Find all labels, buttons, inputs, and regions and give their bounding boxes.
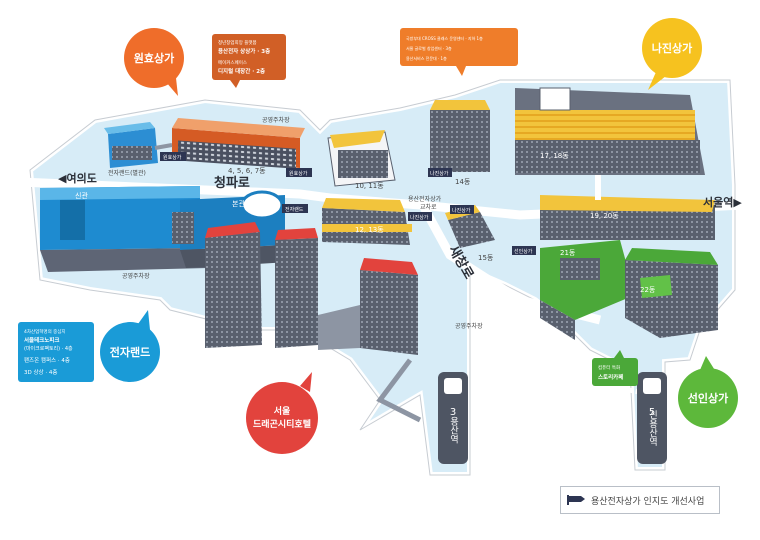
sign-electroland-text: 전자랜드 (285, 206, 304, 213)
line5-station: 5 신용산역 (637, 372, 667, 464)
building-17-18 (515, 87, 705, 175)
info-wonhyo-line2: 용산전자 상상가 · 3층 (218, 47, 270, 55)
sign-najin: 나진상가 (428, 168, 452, 177)
sign-najin2: 나진상가 (408, 212, 432, 221)
info-electroland-line2: 서울테크노피크 (24, 336, 59, 344)
label-b15: 15동 (478, 254, 494, 262)
wonhyo-4567-building (172, 118, 305, 169)
info-electroland-line5: 3D 상상 · 4층 (24, 368, 57, 376)
bubble-dragon-line1: 서울 (274, 405, 291, 417)
legend-label: 용산전자상가 인지도 개선사업 (591, 496, 705, 507)
electroland-new-building (40, 186, 208, 272)
info-wonhyo-line1: 청년창업희망 플랫폼 (218, 39, 257, 46)
bubble-najin[interactable]: 나진상가 (642, 18, 702, 90)
sign-wonhyo-text: 원효상가 (163, 154, 182, 161)
label-b4567: 4, 5, 6, 7동 (228, 167, 266, 175)
line3-station: 3 용산역 (438, 372, 468, 464)
label-parking-top: 공영주차장 (262, 116, 290, 124)
bridge-annex (154, 143, 173, 150)
info-najin-line2: 서울 글로벌 창업센터 · 3층 (406, 45, 452, 51)
direction-seoul-station: 서울역▶ (703, 195, 742, 209)
electroland-annex (104, 122, 158, 168)
info-electroland-line4: 팬즈온 캠퍼스 · 4층 (24, 356, 70, 364)
info-seonin-line1: 컴퓨터 특화 (598, 364, 620, 371)
seonin-21-building (540, 240, 635, 340)
label-b1213: 12, 13동 (355, 226, 384, 234)
sign-wonhyo-parking: 원효상가 (286, 168, 312, 177)
info-electroland-line3: (마이크로팩토리) · 4층 (24, 345, 73, 352)
info-najin-line3: 용산서비스 전문대 · 1층 (406, 55, 447, 61)
label-b1920: 19, 20동 (590, 212, 619, 220)
sign-najin-text: 나진상가 (430, 170, 449, 177)
info-box-electroland: 4차산업혁명의 중심지 서울테크노피크 (마이크로팩토리) · 4층 팬즈온 캠… (18, 322, 94, 382)
sign-najin3-text: 나진상가 (452, 207, 471, 214)
info-wonhyo-line3: 메이커스페이스 (218, 59, 247, 66)
line5-number: 5 (649, 407, 655, 418)
bubble-wonhyo[interactable]: 원효상가 (124, 28, 184, 96)
sign-najin3: 나진상가 (450, 205, 474, 214)
info-electroland-line1: 4차산업혁명의 중심지 (24, 328, 66, 335)
bubble-wonhyo-label: 원효상가 (134, 51, 174, 65)
bubble-electroland[interactable]: 전자랜드 (100, 310, 160, 382)
bubble-dragon-line2: 드래곤시티호텔 (253, 418, 311, 430)
label-b1718: 17, 18동 (540, 152, 569, 160)
seonin-22-building (625, 248, 718, 338)
sign-wonhyo-parking-text: 원효상가 (289, 170, 308, 177)
bubble-seonin[interactable]: 선인상가 (678, 356, 738, 428)
building-10-11 (327, 130, 396, 187)
info-box-seonin: 컴퓨터 특화 스토리카페 (592, 350, 638, 386)
label-b1011: 10, 11동 (355, 182, 384, 190)
sign-wonhyo: 원효상가 (160, 152, 186, 161)
sign-najin2-text: 나진상가 (410, 214, 429, 221)
sign-seonin-text: 선인상가 (514, 248, 533, 255)
walkway-to-line3 (376, 358, 422, 423)
sign-electroland: 전자랜드 (282, 204, 308, 213)
bubble-najin-label: 나진상가 (652, 41, 692, 55)
dragon-city-towers (205, 222, 418, 355)
signpost-icon (567, 495, 585, 505)
road-label-cheongpa: 청파로 (214, 175, 250, 191)
label-electroland-annex: 전자랜드(별관) (108, 169, 146, 177)
sign-seonin: 선인상가 (512, 246, 536, 255)
label-bongwan: 본관 (232, 199, 245, 208)
label-parking-left: 공영주차장 (122, 272, 150, 280)
walkway-to-line5 (543, 328, 641, 395)
label-crossing: 용산전자상가 (408, 195, 442, 203)
label-crossing2: 교차로 (420, 203, 437, 211)
info-box-wonhyo: 청년창업희망 플랫폼 용산전자 상상가 · 3층 메이커스페이스 디지털 대장간… (212, 34, 286, 88)
line3-name: 용산역 (448, 416, 458, 444)
building-14 (430, 100, 490, 172)
label-main-hall: 신관 (75, 191, 88, 200)
line3-number: 3 (450, 407, 456, 418)
info-wonhyo-line4: 디지털 대장간 · 2층 (218, 67, 265, 75)
info-box-najin: 국방부대 CROSS 클래스 운영센터 · 지하 1층 서울 글로벌 창업센터 … (400, 28, 518, 76)
direction-yeouido: ◀여의도 (58, 171, 97, 185)
label-parking-mid: 공영주차장 (455, 322, 483, 330)
building-12-13 (322, 198, 412, 245)
info-seonin-line2: 스토리카페 (598, 373, 623, 381)
bubble-electroland-label: 전자랜드 (110, 345, 150, 359)
building-19-20 (540, 195, 715, 240)
bubble-dragon-city[interactable]: 서울 드래곤시티호텔 (246, 372, 318, 454)
legend: 용산전자상가 인지도 개선사업 (560, 486, 720, 514)
label-b21: 21동 (560, 249, 576, 257)
line5-name: 신용산역 (647, 410, 657, 447)
info-najin-line1: 국방부대 CROSS 클래스 운영센터 · 지하 1층 (406, 35, 483, 41)
label-b22: 22동 (640, 286, 656, 294)
label-b14: 14동 (455, 178, 471, 186)
bubble-seonin-label: 선인상가 (688, 391, 728, 405)
